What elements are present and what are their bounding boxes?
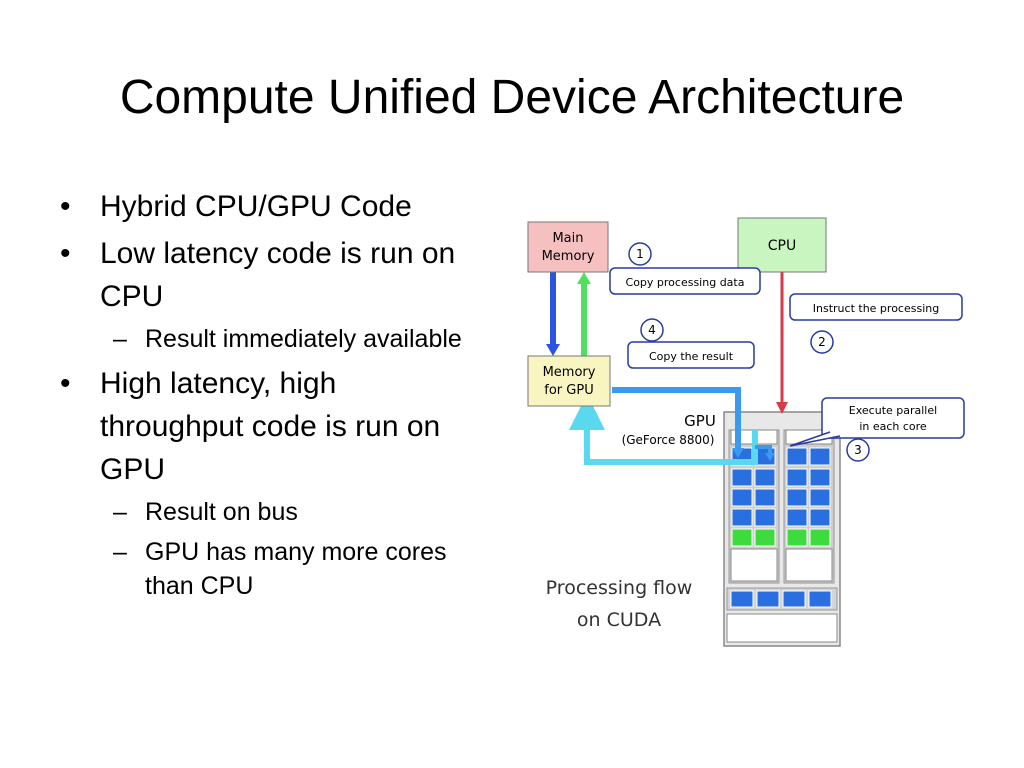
memory-gpu-box	[527, 355, 611, 407]
sub-bullet-text: Result immediately available	[145, 325, 462, 353]
gpu-core	[731, 468, 753, 487]
step-4-circle	[640, 318, 664, 342]
main-memory-label: Main	[552, 231, 583, 246]
gpu-core	[754, 468, 776, 487]
caption-line-2: on CUDA	[577, 609, 661, 631]
cpu-label: CPU	[768, 238, 796, 254]
gpu-memory-block	[730, 590, 754, 608]
step-3-number: 3	[854, 443, 862, 457]
step-2-number: 2	[818, 335, 826, 349]
gpu-core	[786, 447, 808, 466]
dash-icon: –	[113, 325, 127, 353]
memory-gpu-label: Memory	[543, 365, 596, 380]
sub-bullet-item: –GPU has many more cores than CPU	[60, 535, 480, 603]
bullet-dot-icon: •	[60, 237, 71, 270]
gpu-core	[809, 468, 831, 487]
bullet-text: Hybrid CPU/GPU Code	[100, 190, 412, 223]
gpu-core	[786, 508, 808, 527]
gpu-memory-block	[808, 590, 832, 608]
sub-bullet-text: GPU has many more cores than CPU	[145, 538, 447, 600]
dash-icon: –	[113, 538, 127, 566]
gpu-core	[731, 528, 753, 547]
gpu-core	[809, 447, 831, 466]
main-memory-box	[527, 221, 609, 273]
bullet-dot-icon: •	[60, 367, 71, 400]
step-1-number: 1	[636, 247, 644, 261]
step-4-number: 4	[648, 323, 656, 337]
gpu-core	[754, 528, 776, 547]
gpu-global-memory	[726, 613, 838, 643]
gpu-core	[786, 488, 808, 507]
step-1-circle	[628, 242, 652, 266]
callout-3-label: Execute parallel	[849, 404, 937, 417]
callout-2	[789, 293, 963, 321]
gpu-core	[809, 528, 831, 547]
callout-3	[821, 397, 965, 439]
sub-bullet-item: –Result on bus	[60, 495, 480, 529]
gpu-core	[786, 528, 808, 547]
gpu-core	[731, 488, 753, 507]
callout-4	[627, 341, 755, 369]
gpu-core	[754, 488, 776, 507]
gpu-cores	[731, 447, 831, 547]
callout-1	[609, 267, 761, 295]
step-2-circle	[810, 330, 834, 354]
callout-4-label: Copy the result	[649, 350, 734, 363]
gpu-core	[731, 508, 753, 527]
gpu-label: GPU	[684, 412, 716, 430]
bullet-item: • High latency, high throughput code is r…	[60, 362, 480, 491]
callout-3-label-2: in each core	[859, 420, 927, 433]
gpu-shared-left	[730, 548, 778, 582]
bullet-dot-icon: •	[60, 190, 71, 223]
gpu-model-label: (GeForce 8800)	[622, 433, 715, 447]
callout-3-pointer	[789, 431, 841, 447]
gpu-core	[809, 488, 831, 507]
step-3-circle	[846, 438, 870, 462]
sub-bullet-item: –Result immediately available	[60, 322, 480, 356]
gpu-core	[809, 508, 831, 527]
slide-title: Compute Unified Device Architecture	[119, 71, 905, 124]
bullet-text: Low latency code is run on CPU	[100, 237, 456, 313]
memory-gpu-label-2: for GPU	[544, 383, 593, 398]
callout-1-label: Copy processing data	[626, 276, 745, 289]
gpu-core	[754, 508, 776, 527]
gpu-memory-block	[756, 590, 780, 608]
bullet-list: • Hybrid CPU/GPU Code • Low latency code i…	[60, 185, 480, 609]
sub-bullet-text: Result on bus	[145, 498, 298, 526]
bullet-text: High latency, high throughput code is ru…	[100, 367, 441, 486]
bullet-item: • Low latency code is run on CPU	[60, 232, 480, 318]
dash-icon: –	[113, 498, 127, 526]
gpu-memory-block	[782, 590, 806, 608]
copy-arrow	[612, 387, 741, 450]
gpu-core	[786, 468, 808, 487]
caption-line-1: Processing flow	[546, 577, 693, 599]
gpu-shared-right	[785, 548, 833, 582]
bullet-item: • Hybrid CPU/GPU Code	[60, 185, 480, 228]
callout-2-label: Instruct the processing	[813, 302, 939, 315]
main-memory-label-2: Memory	[542, 249, 595, 264]
cpu-box	[737, 217, 827, 273]
